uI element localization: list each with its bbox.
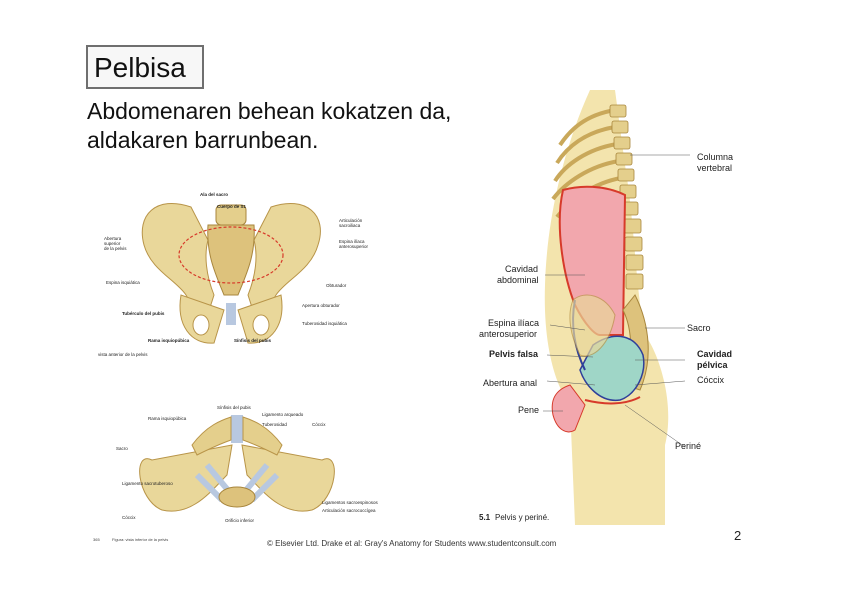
label-ala-sacro: Ala del sacro bbox=[200, 192, 229, 197]
label-cavidad-abd: Cavidad bbox=[505, 264, 539, 274]
label-coccix: Cóccix bbox=[697, 375, 725, 385]
label-espina-ant-2: anterosuperior bbox=[339, 244, 369, 249]
label-articulacion: Articulación bbox=[339, 218, 363, 223]
slide-title: Pelbisa bbox=[94, 52, 186, 83]
label-lower-8: Ligamentos sacroespinosos bbox=[322, 500, 378, 505]
label-pelvis-falsa: Pelvis falsa bbox=[489, 349, 539, 359]
label-cavidad-pelvica: Cavidad bbox=[697, 349, 733, 359]
label-lower-1: Sínfisis del pubis bbox=[217, 405, 251, 410]
pelvis-sagittal-illustration bbox=[543, 90, 690, 525]
page-number: 2 bbox=[734, 528, 742, 543]
label-abertura-anal: Abertura anal bbox=[483, 378, 538, 388]
label-lower-9: Cóccix bbox=[122, 515, 136, 520]
label-espina-isquiatica: Espina isquiática bbox=[106, 280, 140, 285]
subtitle-line-1: Abdomenaren behean kokatzen da, bbox=[87, 98, 452, 124]
label-perine: Periné bbox=[675, 441, 702, 451]
label-lower-2: Rama isquiopúbica bbox=[148, 416, 187, 421]
figure-caption-number: 5.1 bbox=[479, 513, 491, 522]
label-apertura: Apertura obturador bbox=[302, 303, 340, 308]
label-espina-2: anterosuperior bbox=[479, 329, 538, 339]
label-cuerpo-s1: Cuerpo de S1 bbox=[217, 204, 247, 209]
pelvis-inferior-illustration bbox=[139, 415, 335, 512]
label-pene: Pene bbox=[518, 405, 540, 415]
label-cavidad-abd-2: abdominal bbox=[497, 275, 539, 285]
pelvis-sagittal-figure: Columna vertebral Cavidad abdominal Espi… bbox=[475, 85, 755, 525]
label-lower-3: Ligamento arqueado bbox=[262, 412, 304, 417]
label-abertura-3: de la pelvis bbox=[104, 246, 127, 251]
label-abertura: Abertura bbox=[104, 236, 122, 241]
label-espina: Espina ilíaca bbox=[488, 318, 540, 328]
label-lower-4: Tuberosidad bbox=[262, 422, 287, 427]
pelvis-anterior-figure: Ala del sacro Cuerpo de S1 Articulación … bbox=[96, 185, 369, 370]
slide-title-box: Pelbisa bbox=[86, 45, 204, 89]
label-rama: Rama isquiopúbica bbox=[148, 338, 190, 343]
label-cavidad-pelvica-2: pélvica bbox=[697, 360, 728, 370]
label-lower-11: Orificio inferior bbox=[225, 518, 255, 523]
small-caption: Figura: vista inferior de la pelvis bbox=[112, 537, 169, 542]
label-articulacion-2: sacroiliaca bbox=[339, 223, 361, 228]
label-abertura-2: superior bbox=[104, 241, 121, 246]
label-espina-ant: Espina ilíaca bbox=[339, 239, 365, 244]
copyright-text: © Elsevier Ltd. Drake et al: Gray's Anat… bbox=[267, 539, 557, 548]
label-sacro: Sacro bbox=[687, 323, 711, 333]
figure-caption-text: Pelvis y periné. bbox=[495, 513, 550, 522]
label-columna: Columna bbox=[697, 152, 734, 162]
label-sinfisis: Sínfisis del pubis bbox=[234, 338, 272, 343]
label-tuberculo: Tubérculo del pubis bbox=[122, 311, 165, 316]
pelvis-inferior-figure: Sínfisis del pubis Rama isquiopúbica Lig… bbox=[112, 405, 378, 525]
slide-subtitle: Abdomenaren behean kokatzen da, aldakare… bbox=[87, 97, 487, 155]
label-columna-2: vertebral bbox=[697, 163, 733, 173]
label-caption-anterior: vista anterior de la pelvis bbox=[98, 352, 148, 357]
label-lower-10: Articulación sacrococcígea bbox=[322, 508, 376, 513]
subtitle-line-2: aldakaren barrunbean. bbox=[87, 127, 319, 153]
label-obturador: Obturador bbox=[326, 283, 347, 288]
label-tuberosidad: Tuberosidad isquiática bbox=[302, 321, 347, 326]
label-lower-5: Cóccix bbox=[312, 422, 326, 427]
label-lower-7: Ligamento sacrotuberoso bbox=[122, 481, 173, 486]
pelvis-anterior-illustration bbox=[141, 202, 321, 344]
small-page-number: 365 bbox=[93, 537, 100, 542]
label-lower-6: Sacro bbox=[116, 446, 128, 451]
